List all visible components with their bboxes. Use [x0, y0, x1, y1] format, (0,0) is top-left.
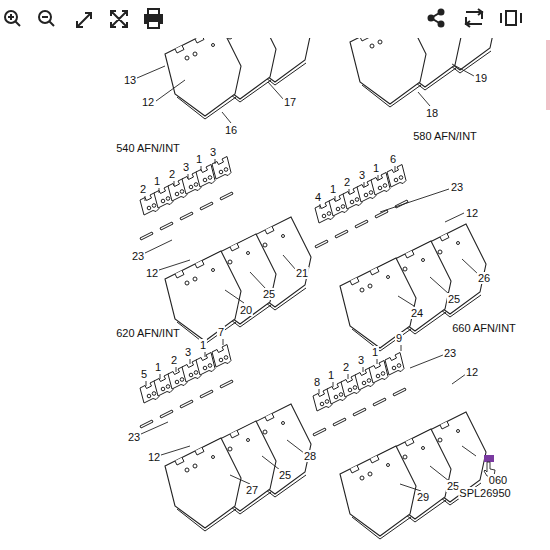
callout-number: 2: [170, 354, 178, 366]
callout-number: 1: [154, 361, 162, 373]
callout-number: 23: [443, 347, 457, 359]
callout-number: 17: [283, 96, 297, 108]
callout-number: 3: [358, 169, 366, 181]
callout-number: 23: [450, 181, 464, 193]
callout-number: 3: [357, 354, 365, 366]
callout-number: 3: [182, 161, 190, 173]
callout-number: 6: [389, 153, 397, 165]
callout-number: 2: [342, 361, 350, 373]
callout-number: 8: [313, 376, 321, 388]
callout-number: 4: [314, 191, 322, 203]
callout-number: 16: [224, 124, 238, 136]
callout-number: 25: [447, 293, 461, 305]
callout-number: 23: [127, 431, 141, 443]
callout-number: 2: [343, 176, 351, 188]
callout-number: 9: [395, 332, 403, 344]
callout-number: 28: [303, 450, 317, 462]
callout-number: 27: [245, 484, 259, 496]
callout-number: 20: [239, 304, 253, 316]
callout-number: 12: [145, 267, 159, 279]
callout-number: 25: [278, 469, 292, 481]
callout-number: 24: [410, 307, 424, 319]
leader-lines: [137, 64, 478, 491]
callout-number: 12: [465, 207, 479, 219]
callout-number: 1: [371, 346, 379, 358]
callout-number: 2: [168, 168, 176, 180]
callout-number: 26: [477, 272, 491, 284]
callout-number: 7: [217, 326, 225, 338]
callout-number: 12: [465, 366, 479, 378]
callout-number: SPL26950: [458, 487, 511, 499]
callout-number: 23: [131, 250, 145, 262]
knife-drawing: [140, 38, 496, 539]
callout-number: 12: [147, 451, 161, 463]
callout-number: 3: [209, 146, 217, 158]
callout-number: 19: [474, 72, 488, 84]
callout-number: 1: [327, 369, 335, 381]
callout-number: 12: [141, 96, 155, 108]
callout-number: 2: [139, 183, 147, 195]
callout-number: 620 AFN/INT: [115, 327, 181, 339]
toolbar: [5, 9, 521, 28]
cursor-icon: [484, 455, 495, 476]
callout-number: 1: [153, 175, 161, 187]
callout-number: 060: [488, 474, 508, 486]
callout-number: 540 AFN/INT: [115, 142, 181, 154]
callout-number: 1: [199, 339, 207, 351]
callout-number: 580 AFN/INT: [412, 130, 478, 142]
callout-number: 25: [262, 288, 276, 300]
callout-number: 1: [329, 183, 337, 195]
callout-number: 18: [425, 107, 439, 119]
callout-number: 29: [416, 491, 430, 503]
callout-number: 1: [372, 162, 380, 174]
callout-number: 5: [140, 368, 148, 380]
callout-number: 21: [295, 267, 309, 279]
callout-number: 13: [123, 74, 137, 86]
callout-number: 3: [184, 346, 192, 358]
callout-number: 1: [195, 153, 203, 165]
callout-number: 660 AFN/INT: [451, 322, 517, 334]
